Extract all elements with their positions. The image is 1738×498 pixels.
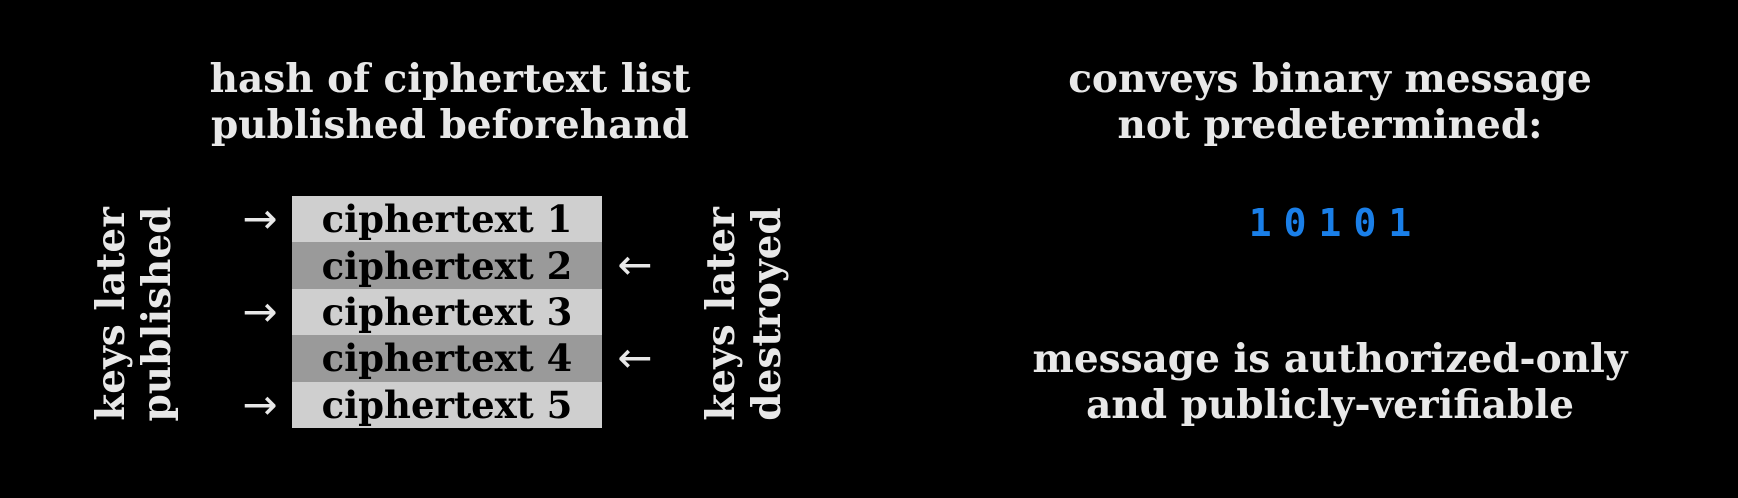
ciphertext-row: ciphertext 4 [292, 335, 602, 382]
right-arrow-icon: → [242, 286, 278, 336]
message-bit: 0 [1283, 201, 1307, 245]
left-arrow-icon: ← [617, 240, 653, 290]
ciphertext-row: ciphertext 1 [292, 196, 602, 243]
right-arrow-icon: → [242, 379, 278, 429]
message-bit: 0 [1353, 201, 1377, 245]
binary-message-heading: conveys binary message not predetermined… [1030, 56, 1630, 148]
message-bit: 1 [1388, 201, 1412, 245]
heading-line: hash of ciphertext list [209, 56, 691, 102]
heading-line: conveys binary message [1068, 56, 1592, 102]
keys-published-label: keys later published [88, 199, 180, 429]
message-bit: 1 [1248, 201, 1272, 245]
heading-line: and publicly-verifiable [1086, 382, 1574, 428]
ciphertext-row: ciphertext 3 [292, 288, 602, 336]
ciphertext-list: ciphertext 1 ciphertext 2 ciphertext 3 c… [292, 196, 602, 428]
keys-destroyed-label: keys later destroyed [698, 199, 790, 429]
ciphertext-row: ciphertext 5 [292, 381, 602, 428]
heading-line: message is authorized-only [1032, 336, 1628, 382]
ciphertext-row: ciphertext 2 [292, 242, 602, 289]
heading-line: published beforehand [211, 102, 689, 148]
ciphertext-list-heading: hash of ciphertext list published before… [150, 56, 750, 148]
heading-line: not predetermined: [1117, 102, 1543, 148]
label-line: destroyed [744, 207, 790, 421]
verification-note: message is authorized-only and publicly-… [1030, 336, 1630, 428]
label-line: published [134, 206, 180, 422]
label-line: keys later [698, 207, 744, 421]
label-line: keys later [88, 207, 134, 421]
right-arrow-icon: → [242, 194, 278, 243]
message-bit: 1 [1318, 201, 1342, 245]
left-arrow-icon: ← [617, 333, 653, 383]
